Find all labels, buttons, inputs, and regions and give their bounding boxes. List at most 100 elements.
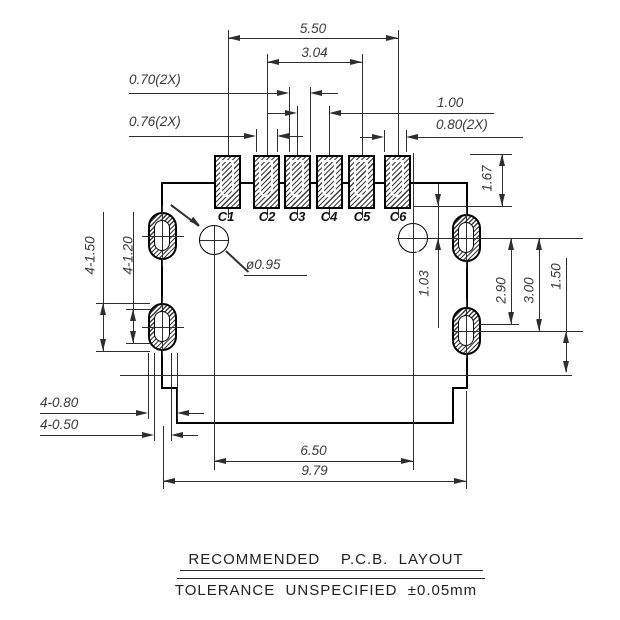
arrowhead [136,409,148,416]
arrowhead [129,331,136,343]
arrowhead [277,132,289,139]
dim-line-4150 [103,212,104,351]
arrowhead [350,58,362,65]
pad-label-c6: C6 [389,209,407,224]
dim-oval-height-outer: 4-1.50 [82,236,98,275]
hole-left-centerline-v [214,226,215,470]
dia-leader-underline [244,275,307,276]
arrowhead [277,89,289,96]
pad-c6 [384,155,411,209]
dim-hole-spacing: 6.50 [300,443,327,458]
ext-line [96,351,150,352]
ext-line [414,206,512,207]
dim-line-304 [267,62,362,63]
ext-line [256,129,257,152]
dim-076-stub [289,136,303,137]
oval-tl-centerline-v [162,206,163,266]
dim-width-c1-c6: 5.50 [299,21,327,36]
dim-4080-leader [40,413,136,414]
arrowhead [498,194,505,206]
ext-line [96,303,150,304]
dia-leader-arrowhead [189,216,202,229]
arrowhead [434,194,441,206]
drawing-title: RECOMMENDED P.C.B. LAYOUT [188,551,464,568]
arrowhead [267,58,279,65]
dim-4050-leader [40,435,142,436]
body-step-left-h [161,387,178,389]
arrowhead [329,109,341,116]
ext-line [384,130,385,152]
arrowhead [129,309,136,321]
pad-c1-slot [220,160,234,197]
pad-c4-slot [322,160,336,197]
ext-line [470,154,512,155]
arrowhead [507,238,514,250]
pad-c3 [284,155,311,209]
ext-line [277,129,278,152]
ext-line-oval-center [452,331,583,332]
tolerance-note: TOLERANCE UNSPECIFIED ±0.05mm [174,582,478,599]
body-outline-top [161,182,468,184]
dim-100-leader [341,113,494,114]
ext-line [171,353,172,441]
arrowhead [562,331,569,343]
arrowhead [434,238,441,250]
pad-c4 [316,155,343,209]
dim-080-leader [418,137,523,138]
ext-line [466,391,467,489]
dim-hole-offset: 1.03 [416,251,432,316]
arrowhead [214,457,226,464]
arrowhead [99,303,106,315]
dim-100-stub [267,113,285,114]
dim-080-stub [360,137,373,138]
title-underline [180,570,483,571]
body-step-right-h [452,387,468,389]
dim-line-550 [228,38,398,39]
dim-body-width: 9.79 [301,463,328,478]
arrowhead [507,312,514,324]
dim-pad-height: 1.67 [479,165,495,192]
dim-oval-width-inner: 4-0.50 [40,417,79,432]
oval-br-centerline-v [466,299,467,359]
dim-line-290 [511,238,512,324]
hole-right-centerline-v [413,153,414,470]
dim-300: 3.00 [521,258,537,323]
pad-c3-slot [290,160,304,197]
arrowhead [171,431,183,438]
arrowhead [372,133,384,140]
dim-076: 0.76(2X) [129,114,181,129]
pad-c1 [214,155,241,209]
dim-oval-width-outer: 4-0.80 [40,395,79,410]
oval-bl-centerline-v [162,297,163,357]
pad-c6-centerline [398,30,399,218]
body-outline-right [466,182,468,389]
pad-c5 [348,155,375,209]
dim-line-979 [163,481,466,482]
title-divider [177,578,485,579]
arrowhead [177,409,189,416]
ext-line [154,353,155,441]
arrowhead [142,431,154,438]
dim-4050-stub [183,435,198,436]
pad-c2-slot [259,160,273,197]
ext-line [310,87,311,152]
body-outline-left [161,182,163,389]
ext-line [478,324,519,325]
dim-150: 1.50 [548,244,564,309]
arrowhead [228,34,240,41]
dim-290: 2.90 [493,258,509,323]
dim-width-c2-c5: 3.04 [301,45,328,60]
body-outline-bottom [176,422,454,424]
arrowhead [401,457,413,464]
arrowhead [498,154,505,166]
dim-070: 0.70(2X) [129,72,181,87]
arrowhead [535,319,542,331]
ext-line [148,353,149,419]
oval-tl-centerline-h [142,236,184,237]
ext-line [126,309,151,310]
pad-c2-centerline [267,54,268,218]
dim-070-stub [322,93,338,94]
pad-label-c4: C4 [320,209,338,224]
arrowhead [244,132,256,139]
dim-line-167 [502,154,503,206]
